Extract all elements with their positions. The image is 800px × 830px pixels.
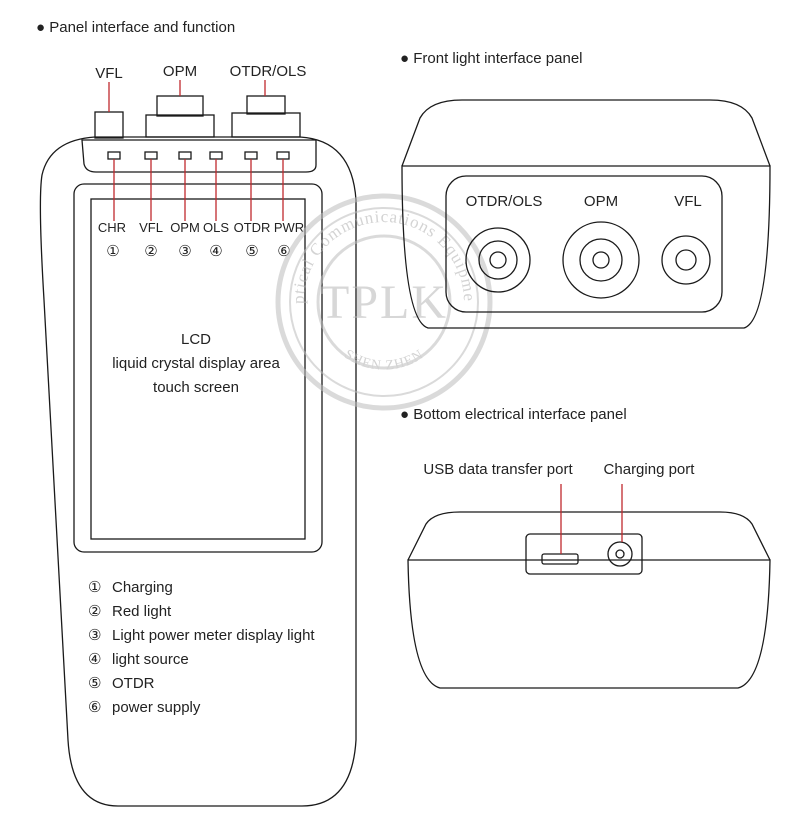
watermark-bottom-text: SHEN ZHEN: [341, 347, 425, 374]
legend-num-6: ⑥: [88, 699, 101, 716]
opm-port: [579, 238, 623, 282]
callout-lines-left: [108, 80, 284, 221]
legend-text-6: power supply: [112, 699, 201, 716]
bottom-panel-illustration: [407, 511, 771, 689]
legend-text-1: Charging: [112, 579, 173, 596]
bottom-panel-heading: ● Bottom electrical interface panel: [400, 406, 627, 423]
indicator-label-vfl: VFL: [139, 220, 163, 235]
screen-bezel: [73, 183, 323, 553]
indicator-label-ols: OLS: [203, 220, 229, 235]
indicator-num-5: ⑤: [245, 243, 258, 260]
otdr-connector-top: [246, 95, 286, 115]
device-body: [39, 136, 357, 807]
indicator-num-2: ②: [144, 243, 157, 260]
legend-num-1: ①: [88, 579, 101, 596]
lcd-text-2: liquid crystal display area: [112, 355, 280, 372]
legend-num-5: ⑤: [88, 675, 101, 692]
front-label-otdr: OTDR/OLS: [466, 193, 543, 210]
front-panel-body: [401, 165, 771, 329]
front-label-opm: OPM: [584, 193, 618, 210]
legend-text-3: Light power meter display light: [112, 627, 315, 644]
legend-text-5: OTDR: [112, 675, 155, 692]
front-panel-top: [401, 99, 771, 167]
watermark-center-text: TPLK: [320, 276, 448, 329]
bottom-panel-body: [407, 559, 771, 689]
bottom-panel-top: [407, 511, 771, 561]
led-pwr: [276, 151, 290, 160]
indicator-label-chr: CHR: [98, 220, 126, 235]
callout-lines-right: [560, 484, 623, 554]
indicator-label-otdr: OTDR: [234, 220, 271, 235]
front-label-vfl: VFL: [674, 193, 702, 210]
otdr-port-core: [489, 251, 507, 269]
vfl-port: [661, 235, 711, 285]
indicator-num-4: ④: [209, 243, 222, 260]
bottom-port-plate: [525, 533, 643, 575]
bottom-label-usb: USB data transfer port: [423, 461, 573, 478]
front-panel-face: [445, 175, 723, 313]
opm-port-core: [592, 251, 610, 269]
charging-port-ring: [607, 541, 633, 567]
indicator-num-3: ③: [178, 243, 191, 260]
led-opm: [178, 151, 192, 160]
opm-port-ring: [562, 221, 640, 299]
lcd-text-3: touch screen: [153, 379, 239, 396]
top-label-opm: OPM: [163, 63, 197, 80]
legend-num-4: ④: [88, 651, 101, 668]
indicator-label-opm: OPM: [170, 220, 200, 235]
panel-heading: ● Panel interface and function: [36, 19, 235, 36]
indicator-strip: [81, 139, 317, 173]
lcd-text-1: LCD: [181, 331, 211, 348]
legend-num-3: ③: [88, 627, 101, 644]
vfl-port-core: [675, 249, 697, 271]
otdr-port: [478, 240, 518, 280]
usb-port: [541, 553, 579, 565]
svg-text:SHEN ZHEN: SHEN ZHEN: [341, 347, 426, 374]
led-chr: [107, 151, 121, 160]
legend-num-2: ②: [88, 603, 101, 620]
opm-connector: [145, 114, 215, 138]
charging-port: [615, 549, 625, 559]
indicator-num-1: ①: [106, 243, 119, 260]
legend-text-4: light source: [112, 651, 189, 668]
top-label-otdr: OTDR/OLS: [230, 63, 307, 80]
front-panel-illustration: [401, 99, 771, 329]
bottom-label-charging: Charging port: [604, 461, 696, 478]
led-ols: [209, 151, 223, 160]
otdr-port-ring: [465, 227, 531, 293]
front-panel-heading: ● Front light interface panel: [400, 50, 583, 67]
top-label-vfl: VFL: [95, 65, 123, 82]
opm-connector-top: [156, 95, 204, 117]
legend-text-2: Red light: [112, 603, 172, 620]
led-vfl: [144, 151, 158, 160]
otdr-connector: [231, 112, 301, 138]
led-otdr: [244, 151, 258, 160]
legend-list: ① Charging ② Red light ③ Light power met…: [88, 579, 315, 716]
vfl-connector: [94, 111, 124, 139]
indicator-label-pwr: PWR: [274, 220, 304, 235]
